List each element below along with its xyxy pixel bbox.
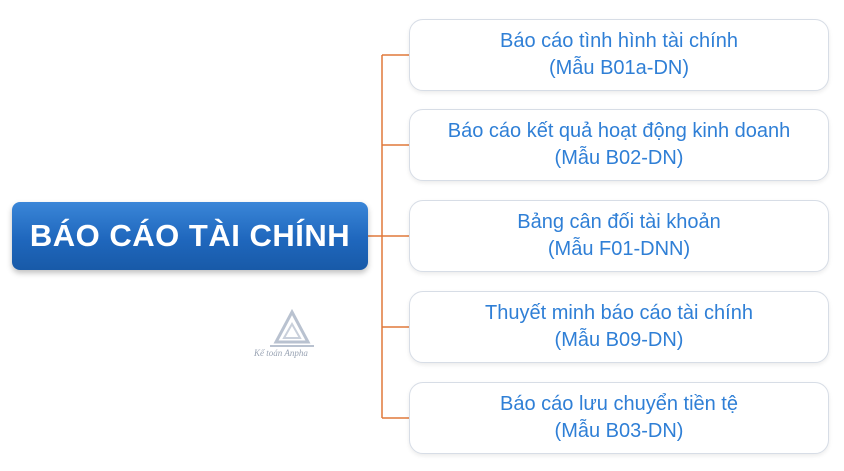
- watermark-logo-icon: [270, 308, 314, 347]
- branch-title: Thuyết minh báo cáo tài chính: [485, 302, 753, 324]
- branch-form-code: (Mẫu B01a-DN): [548, 57, 690, 79]
- branch-title: Báo cáo tình hình tài chính: [500, 30, 738, 52]
- branch-title: Báo cáo lưu chuyển tiền tệ: [500, 393, 738, 415]
- branch-form-code: (Mẫu B03-DN): [554, 420, 684, 442]
- branch-form-code: (Mẫu B09-DN): [554, 329, 684, 351]
- branch-node-notes: Thuyết minh báo cáo tài chính (Mẫu B09-D…: [409, 291, 829, 363]
- root-node: BÁO CÁO TÀI CHÍNH: [12, 202, 368, 270]
- branch-title: Báo cáo kết quả hoạt động kinh doanh: [447, 120, 791, 142]
- branch-node-business-results: Báo cáo kết quả hoạt động kinh doanh (Mẫ…: [409, 109, 829, 181]
- branch-form-code: (Mẫu B02-DN): [554, 147, 684, 169]
- branch-node-trial-balance: Bảng cân đối tài khoản (Mẫu F01-DNN): [409, 200, 829, 272]
- branch-node-financial-position: Báo cáo tình hình tài chính (Mẫu B01a-DN…: [409, 19, 829, 91]
- branch-node-cash-flow: Báo cáo lưu chuyển tiền tệ (Mẫu B03-DN): [409, 382, 829, 454]
- watermark-text: Kế toán Anpha: [254, 348, 308, 358]
- root-title: BÁO CÁO TÀI CHÍNH: [29, 218, 351, 253]
- branch-title: Bảng cân đối tài khoản: [517, 211, 721, 233]
- branch-form-code: (Mẫu F01-DNN): [547, 238, 691, 260]
